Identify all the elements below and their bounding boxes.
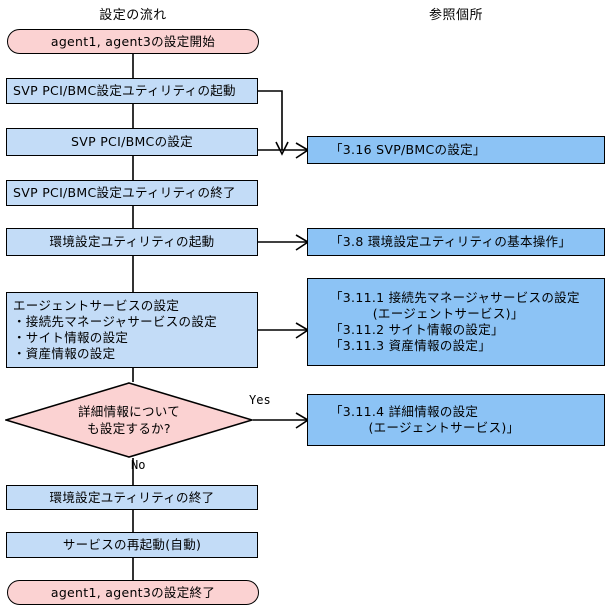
- node-svp-pci-bmc-utility-launch[interactable]: SVP PCI/BMC設定ユティリティの起動: [6, 78, 258, 104]
- node-decision-detail-info[interactable]: 詳細情報について も設定するか?: [5, 382, 253, 458]
- node-svp-pci-bmc-config[interactable]: SVP PCI/BMCの設定: [6, 128, 258, 156]
- reference-node-3-11-4[interactable]: 「3.11.4 詳細情報の設定 (エージェントサービス)」: [307, 394, 605, 446]
- edge-label-no: No: [131, 458, 146, 472]
- reference-node-3-8[interactable]: 「3.8 環境設定ユティリティの基本操作」: [307, 228, 605, 256]
- decision-label: 詳細情報について も設定するか?: [77, 404, 181, 436]
- column-header-flow: 設定の流れ: [99, 8, 167, 23]
- arrowhead-down-ref-316: [275, 141, 289, 156]
- edge-label-yes: Yes: [249, 393, 271, 407]
- decision-diamond-shape: [5, 382, 253, 458]
- node-start[interactable]: agent1, agent3の設定開始: [7, 29, 259, 54]
- edge-svp-launch-to-ref-316: [258, 90, 283, 150]
- node-env-config-utility-exit[interactable]: 環境設定ユティリティの終了: [6, 485, 258, 510]
- column-header-reference: 参照個所: [428, 8, 483, 23]
- node-end[interactable]: agent1, agent3の設定終了: [7, 580, 259, 605]
- node-svp-pci-bmc-utility-exit[interactable]: SVP PCI/BMC設定ユティリティの終了: [6, 180, 258, 206]
- reference-node-3-11[interactable]: 「3.11.1 接続先マネージャサービスの設定 (エージェントサービス)」 「3…: [307, 278, 605, 366]
- node-env-config-utility-launch[interactable]: 環境設定ユティリティの起動: [6, 228, 258, 256]
- reference-node-3-16[interactable]: 「3.16 SVP/BMCの設定」: [307, 136, 605, 164]
- node-service-restart[interactable]: サービスの再起動(自動): [6, 532, 258, 558]
- node-agent-service-config[interactable]: エージェントサービスの設定 ・接続先マネージャサービスの設定 ・サイト情報の設定…: [6, 292, 258, 368]
